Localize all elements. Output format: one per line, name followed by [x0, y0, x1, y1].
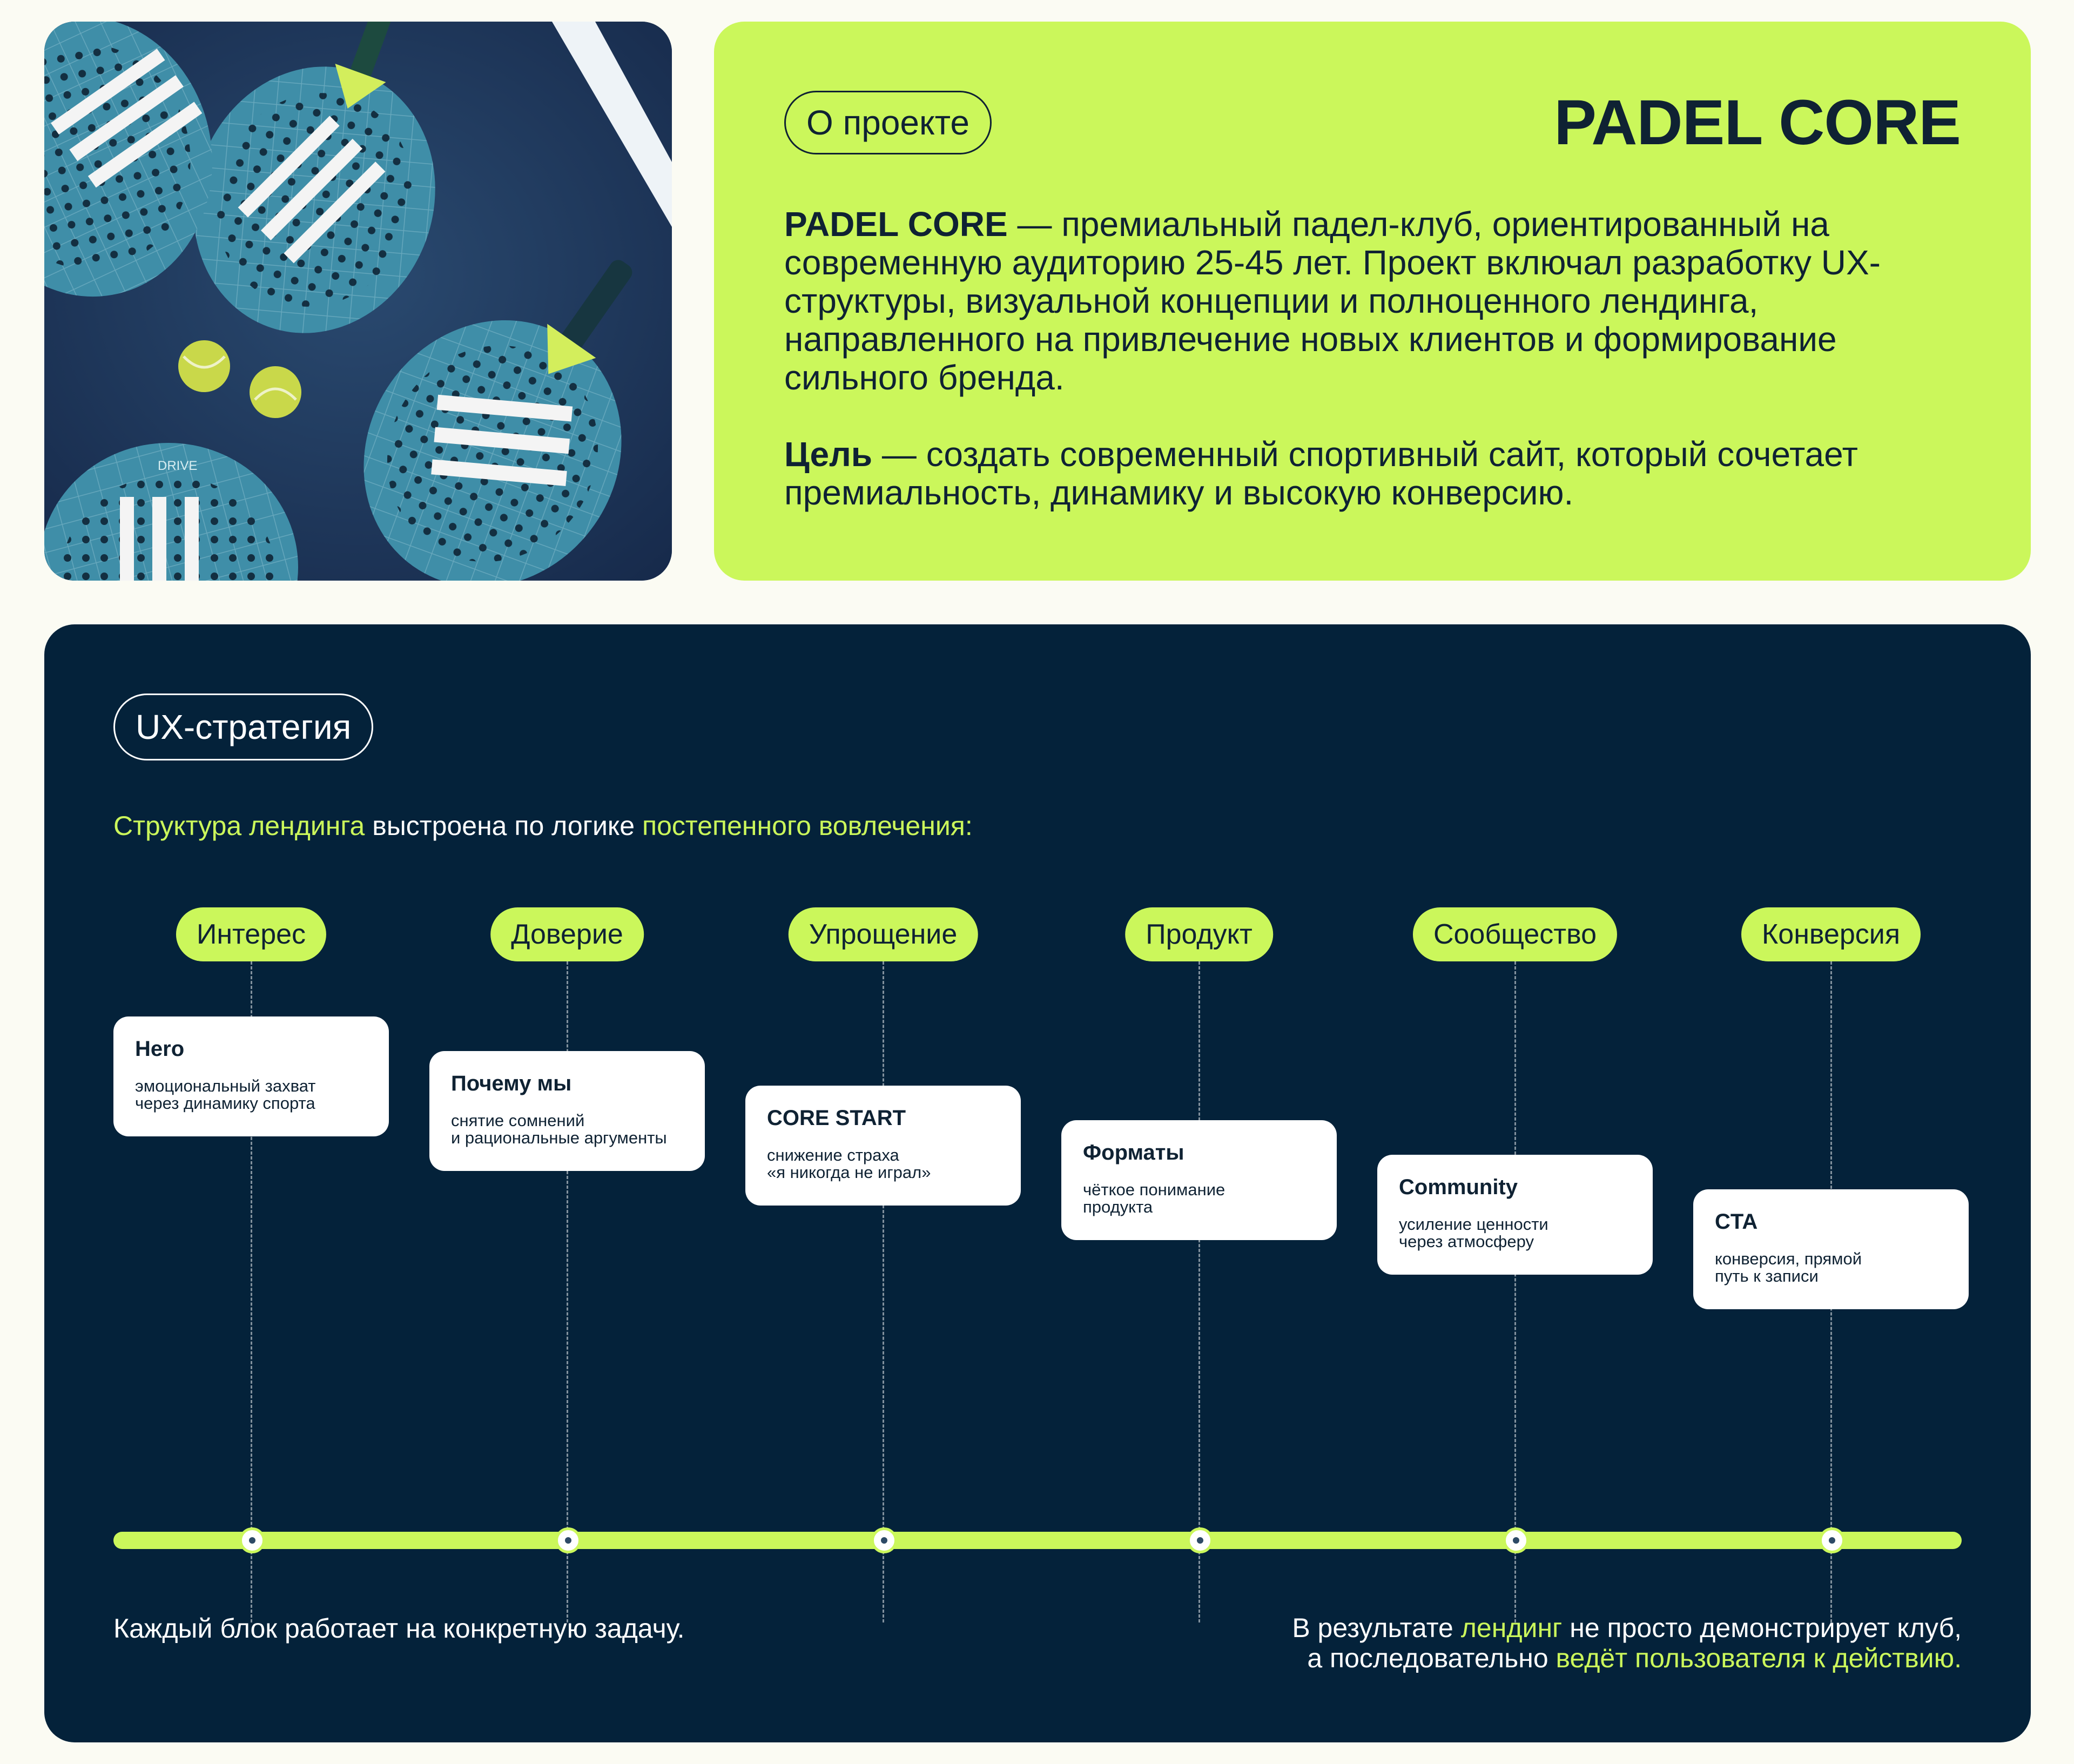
- stage-pill: Продукт: [1125, 907, 1273, 961]
- timeline-dot: [1187, 1527, 1213, 1553]
- ball-2: [250, 366, 301, 418]
- stage-card: Hero эмоциональный захват через динамику …: [113, 1016, 389, 1136]
- racket-1: [193, 22, 435, 333]
- stage-connector: [1514, 961, 1516, 1622]
- timeline-dot: [871, 1527, 897, 1553]
- stage-card-description: чёткое понимание продукта: [1083, 1180, 1225, 1216]
- stage-pill: Конверсия: [1741, 907, 1921, 961]
- stage-connector: [567, 961, 568, 1622]
- stage-connector: [1198, 961, 1200, 1622]
- ux-badge: UX-стратегия: [113, 694, 374, 760]
- timeline-dot: [1503, 1527, 1529, 1553]
- ux-strategy-section: UX-стратегия Структура лендинга выстроен…: [44, 624, 2031, 1742]
- stage-pill: Интерес: [176, 907, 327, 961]
- stage-card: Community усиление ценности через атмосфе…: [1377, 1155, 1653, 1275]
- stage-pill: Сообщество: [1412, 907, 1618, 961]
- racket-3: [363, 260, 632, 581]
- stage-card-title: Community: [1399, 1175, 1518, 1199]
- about-description: PADEL CORE — премиальный падел-клуб, ори…: [784, 205, 1972, 550]
- stage-pill: Доверие: [490, 907, 644, 961]
- stage-card-description: конверсия, прямой путь к записи: [1715, 1249, 1862, 1285]
- about-paragraph-2: Цель — создать современный спортивный са…: [784, 435, 1858, 512]
- stage-card-title: Форматы: [1083, 1141, 1184, 1164]
- stage-pill: Упрощение: [788, 907, 978, 961]
- timeline-track: [113, 1532, 1962, 1549]
- racket-2: [44, 22, 212, 297]
- stage-card-description: снижение страха «я никогда не играл»: [767, 1146, 931, 1182]
- stage-card-description: усиление ценности через атмосферу: [1399, 1215, 1548, 1251]
- stage-connector: [251, 961, 252, 1622]
- racket-label: DRIVE: [158, 459, 197, 473]
- stage-connector: [883, 961, 884, 1622]
- stage-card: CORE START снижение страха «я никогда не …: [745, 1086, 1021, 1206]
- timeline-dot: [239, 1527, 265, 1553]
- about-card: О проекте PADEL CORE PADEL CORE — премиа…: [714, 22, 2031, 581]
- about-badge: О проекте: [784, 91, 992, 154]
- timeline-dot: [1819, 1527, 1845, 1553]
- hero-photo: DRIVE: [44, 22, 672, 581]
- footer-note: Каждый блок работает на конкретную задач…: [113, 1613, 685, 1644]
- timeline-dot: [555, 1527, 581, 1553]
- stage-card-description: эмоциональный захват через динамику спор…: [135, 1076, 316, 1113]
- ux-intro: Структура лендинга выстроена по логике п…: [113, 811, 973, 841]
- brand-title: PADEL CORE: [1554, 87, 1961, 158]
- stage-card: Почему мы снятие сомнений и рациональные …: [429, 1051, 705, 1171]
- racket-4: DRIVE: [44, 443, 298, 581]
- stage-card-title: CORE START: [767, 1106, 906, 1130]
- stage-card-description: снятие сомнений и рациональные аргументы: [451, 1111, 667, 1147]
- stage-card-title: Почему мы: [451, 1072, 572, 1095]
- stage-card-title: CTA: [1715, 1210, 1758, 1234]
- stage-card: Форматы чёткое понимание продукта: [1061, 1120, 1337, 1240]
- about-paragraph-1: PADEL CORE — премиальный падел-клуб, ори…: [784, 205, 1881, 397]
- stage-card: CTA конверсия, прямой путь к записи: [1693, 1189, 1969, 1309]
- footer-result: В результате лендинг не просто демонстри…: [1292, 1613, 1962, 1673]
- stage-card-title: Hero: [135, 1037, 185, 1061]
